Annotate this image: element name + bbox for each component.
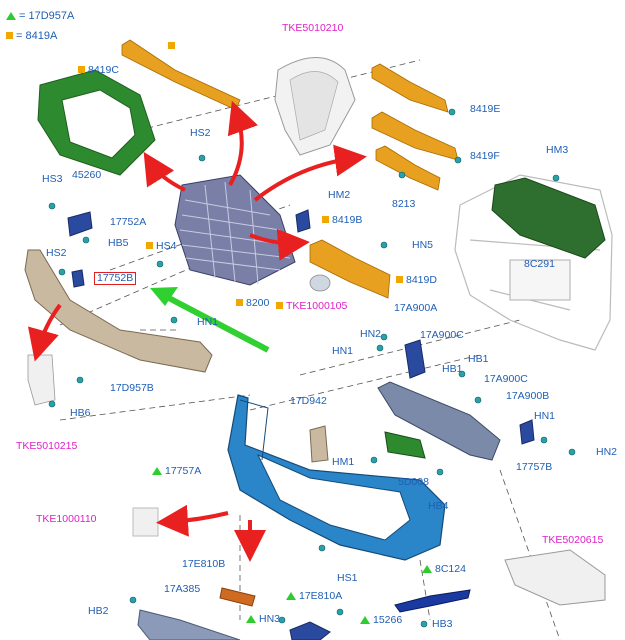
label-hb4: HB4	[428, 500, 449, 512]
label-17752a: 17752A	[110, 216, 147, 228]
green-indicator-arrow	[163, 293, 270, 353]
label-8419c: 8419C	[78, 64, 119, 76]
bar-8419d-part	[309, 239, 391, 299]
fasteners	[48, 108, 576, 628]
skid-plate-tke5020615-part	[504, 549, 606, 606]
bar-8419f-part	[371, 111, 459, 161]
label-17d957b: 17D957B	[110, 382, 154, 394]
bracket-tke5010215-part	[27, 354, 56, 406]
label-hn3: HN3	[246, 613, 280, 625]
plate-tke1000110-part	[132, 507, 159, 537]
legend-square: = 8419A	[6, 30, 57, 42]
label-hb1-a: HB1	[468, 353, 489, 365]
label-hb1-b: HB1	[442, 363, 463, 375]
label-17a900c-right: 17A900C	[484, 373, 528, 385]
label-8c291: 8C291	[524, 258, 555, 270]
bracket-17a385-part	[219, 587, 256, 607]
label-tke1000105: TKE1000105	[276, 300, 347, 312]
label-17d942: 17D942	[290, 395, 327, 407]
label-17757b: 17757B	[516, 461, 553, 473]
bracket-17752a-part	[67, 211, 93, 237]
bracket-17a900b-part	[519, 419, 535, 445]
bracket-8419b-part	[295, 209, 311, 233]
label-hn1-left: HN1	[332, 345, 354, 357]
label-tke5010210: TKE5010210	[282, 22, 344, 34]
square-marker-icon	[276, 302, 283, 309]
label-hs3: HS3	[42, 173, 63, 185]
label-hb6: HB6	[70, 407, 91, 419]
label-hm3: HM3	[546, 144, 569, 156]
grille-surround-8419c-part	[37, 69, 156, 176]
square-marker-icon	[396, 276, 403, 283]
label-45260: 45260	[72, 169, 102, 181]
label-hs4: HS4	[156, 240, 177, 252]
label-tke5010215: TKE5010215	[16, 440, 78, 452]
bar-8419e-part	[371, 63, 449, 113]
label-hn2-right: HN2	[596, 446, 618, 458]
label-8c124: 8C124	[422, 563, 466, 575]
label-hm1: HM1	[332, 456, 355, 468]
label-hn1-right: HN1	[534, 410, 556, 422]
square-markers	[146, 42, 175, 249]
label-17752b: 17752B	[94, 272, 137, 285]
square-marker-icon	[6, 32, 13, 39]
label-8419e: 8419E	[470, 103, 501, 115]
label-hm2: HM2	[328, 189, 351, 201]
triangle-marker-icon	[286, 592, 296, 600]
label-15266: 15266	[360, 614, 402, 626]
triangle-marker-icon	[152, 467, 162, 475]
lower-strip-part	[137, 609, 241, 640]
label-8213: 8213	[392, 198, 416, 210]
bar-8213-part	[375, 145, 441, 191]
label-hn2-mid: HN2	[360, 328, 382, 340]
support-member-17d957b-part	[24, 249, 213, 373]
label-hs2-top: HS2	[190, 127, 211, 139]
bracket-17752b-part	[71, 269, 85, 288]
panel-8c291-part	[491, 177, 606, 259]
label-8419f: 8419F	[470, 150, 500, 162]
emblem-part	[309, 274, 331, 292]
label-8200: 8200	[236, 297, 269, 309]
label-17e810b: 17E810B	[182, 558, 226, 570]
square-marker-icon	[236, 299, 243, 306]
label-hb5: HB5	[108, 237, 129, 249]
triangle-marker-icon	[6, 12, 16, 20]
label-hn5: HN5	[412, 239, 434, 251]
label-hs2-left: HS2	[46, 247, 67, 259]
square-marker-icon	[322, 216, 329, 223]
label-17e810a: 17E810A	[286, 590, 342, 602]
label-hs1: HS1	[337, 572, 358, 584]
triangle-marker-icon	[422, 565, 432, 573]
legend-triangle: = 17D957A	[6, 10, 74, 22]
bracket-17d942-part	[309, 425, 329, 463]
label-5d008: 5D008	[398, 476, 429, 488]
label-8419b: 8419B	[322, 214, 362, 226]
triangle-marker-icon	[246, 615, 256, 623]
label-hb2: HB2	[88, 605, 109, 617]
absorber-5d008-part	[384, 431, 426, 459]
bumper-beam-17757b-part	[377, 381, 501, 461]
lower-bracket-part	[289, 621, 331, 640]
triangle-marker-icon	[360, 616, 370, 624]
label-17a900c-top: 17A900C	[420, 329, 464, 341]
label-17a385: 17A385	[164, 583, 201, 595]
square-marker-icon	[78, 66, 85, 73]
front-bumper-17757a-part	[227, 394, 446, 561]
label-17a900a: 17A900A	[394, 302, 438, 314]
label-tke1000110: TKE1000110	[36, 513, 97, 525]
label-17a900b: 17A900B	[506, 390, 550, 402]
label-hb3: HB3	[432, 618, 453, 630]
label-tke5020615: TKE5020615	[542, 534, 604, 546]
label-hn1-mid: HN1	[197, 316, 219, 328]
grille-8200-part	[174, 174, 296, 286]
callout-arrows	[27, 100, 367, 562]
label-17757a: 17757A	[152, 465, 201, 477]
label-8419d: 8419D	[396, 274, 437, 286]
trim-8c124-part	[394, 589, 471, 613]
bracket-17a900a-part	[404, 339, 426, 379]
